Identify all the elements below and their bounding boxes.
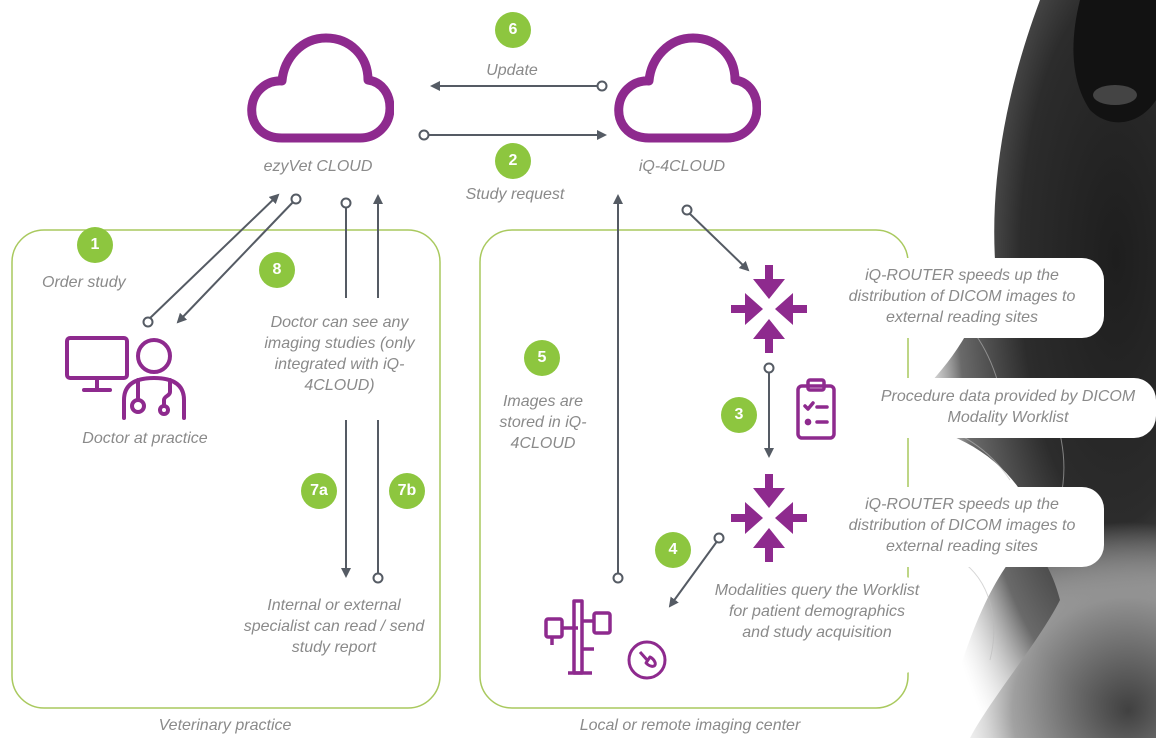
iq4cloud-cloud-icon xyxy=(614,33,761,143)
imaging-center-region xyxy=(479,229,909,709)
router-top-bubble xyxy=(822,258,1104,338)
iq4cloud-label: iQ-4CLOUD xyxy=(638,158,726,175)
router-bottom-text: iQ-ROUTER speeds up the distribution of … xyxy=(848,496,1076,555)
clipboard-checklist-icon xyxy=(796,378,836,440)
modalities-text: Modalities query the Worklist for patien… xyxy=(714,582,920,641)
router-arrows-icon xyxy=(731,265,807,353)
update-label: Update xyxy=(486,62,538,79)
modalities-bubble xyxy=(712,576,922,674)
step-badge-4: 4 xyxy=(655,532,691,568)
veterinary-practice-label: Veterinary practice xyxy=(158,717,292,734)
step-badge-5: 5 xyxy=(524,340,560,376)
step-badge-7b: 7b xyxy=(389,473,425,509)
step-badge-1: 1 xyxy=(77,227,113,263)
step-badge-3: 3 xyxy=(721,397,757,433)
ezyvet-cloud-label: ezyVet CLOUD xyxy=(263,158,373,175)
router-top-text: iQ-ROUTER speeds up the distribution of … xyxy=(848,267,1076,326)
images-stored-text: Images are stored in iQ-4CLOUD xyxy=(499,393,587,452)
step-badge-8: 8 xyxy=(259,252,295,288)
step-badge-7a: 7a xyxy=(301,473,337,509)
order-study-label: Order study xyxy=(42,274,126,291)
x-ray-modality-icon xyxy=(544,599,612,675)
router-arrows-icon xyxy=(731,474,807,562)
doctor-computer-icon xyxy=(65,336,186,420)
specialist-text: Internal or external specialist can read… xyxy=(243,597,425,656)
study-request-label: Study request xyxy=(465,186,565,203)
imaging-center-label: Local or remote imaging center xyxy=(579,717,801,734)
step-badge-2: 2 xyxy=(495,143,531,179)
ezyvet-cloud-icon xyxy=(247,33,394,143)
doctor-view-text: Doctor can see any imaging studies (only… xyxy=(264,314,415,394)
step-badge-6: 6 xyxy=(495,12,531,48)
ultrasound-probe-icon xyxy=(627,640,667,680)
router-bottom-bubble xyxy=(822,487,1104,567)
procedure-bubble xyxy=(858,378,1156,438)
veterinary-practice-region xyxy=(11,229,441,709)
doctor-at-practice-label: Doctor at practice xyxy=(82,430,208,447)
procedure-text: Procedure data provided by DICOM Modalit… xyxy=(880,388,1136,426)
